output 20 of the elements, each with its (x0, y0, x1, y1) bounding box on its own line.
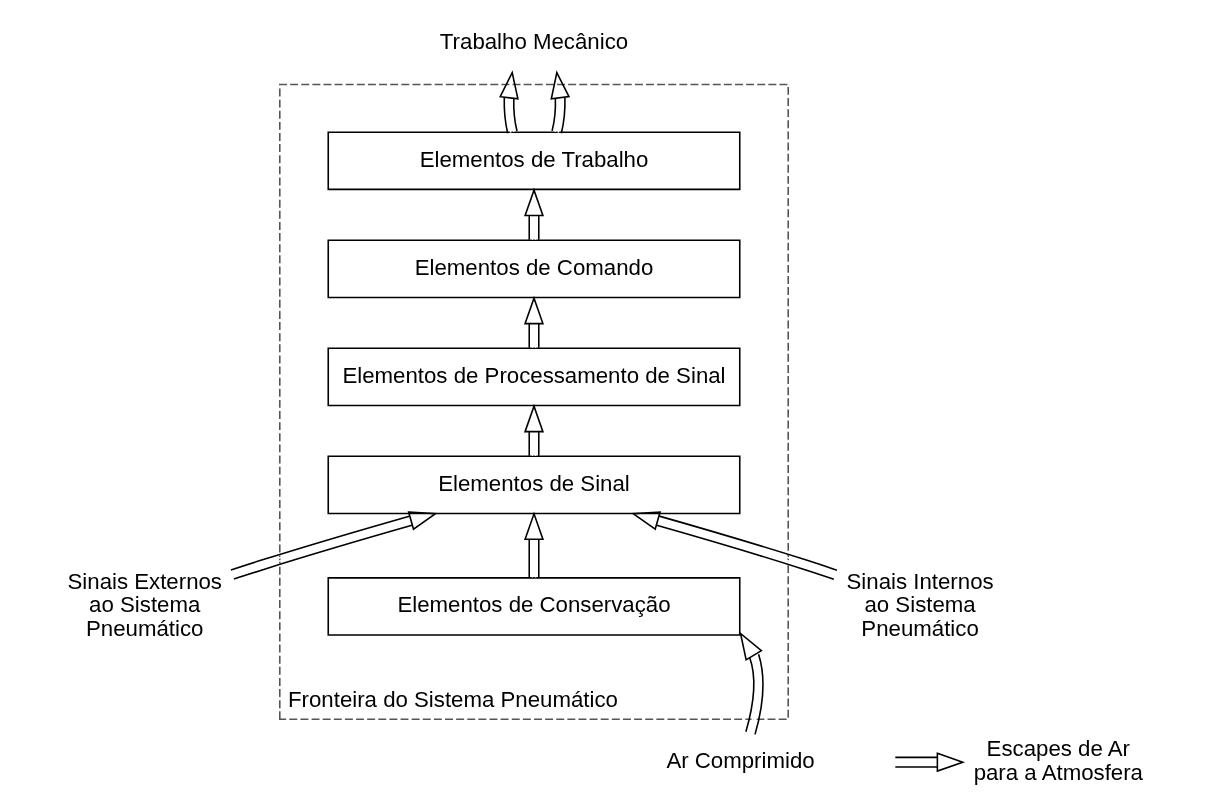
arrow (549, 70, 570, 135)
arrow (523, 511, 544, 579)
arrow (630, 511, 838, 580)
arrow (523, 295, 544, 349)
node-text: Sinais Internos ao Sistema Pneumático (846, 568, 994, 642)
node-text: Ar Comprimido (665, 748, 815, 774)
arrow (523, 403, 544, 457)
node-box: Elementos de Processamento de Sinal (326, 347, 741, 407)
node-text: Escapes de Ar para a Atmosfera (973, 736, 1143, 785)
node-box: Elementos de Sinal (326, 455, 741, 515)
node-text: Trabalho Mecânico (439, 29, 628, 55)
node-text: Sinais Externos ao Sistema Pneumático (67, 568, 222, 642)
node-box: Elementos de Conservação (326, 577, 741, 636)
arrow (523, 187, 544, 241)
node-box: Elementos de Comando (326, 239, 741, 299)
arrow (229, 511, 438, 580)
arrow (894, 752, 965, 773)
arrow (498, 70, 519, 135)
node-box: Elementos de Trabalho (326, 131, 741, 191)
arrow (738, 631, 764, 736)
